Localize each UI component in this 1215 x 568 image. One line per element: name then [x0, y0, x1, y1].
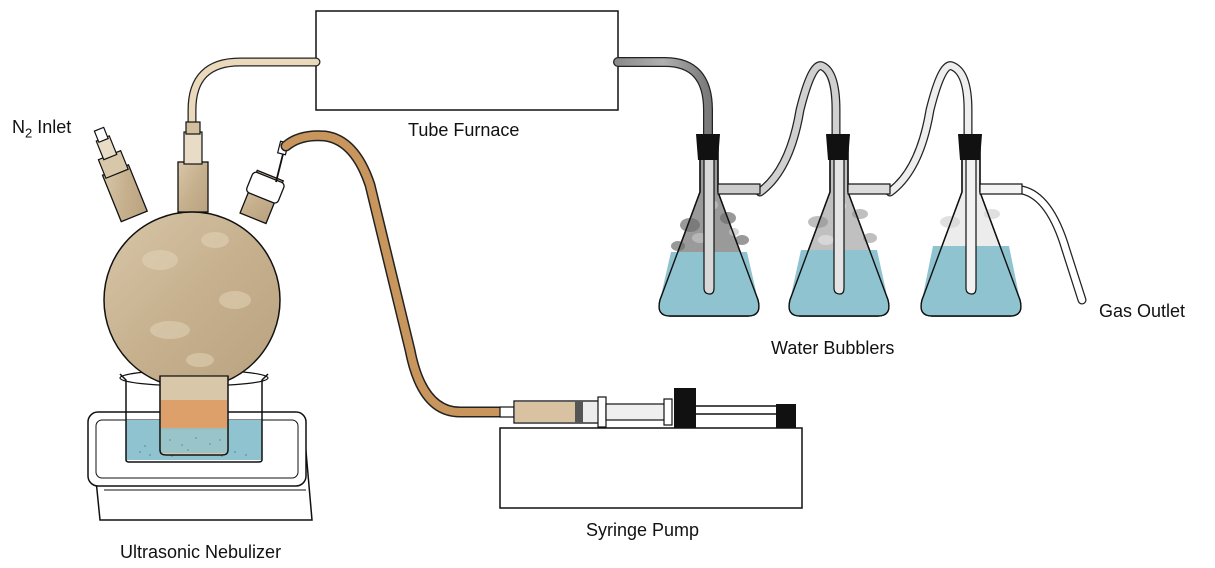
three-neck-flask — [93, 121, 285, 456]
n2-symbol: N — [12, 117, 25, 137]
water-bubbler-3 — [920, 134, 1023, 317]
tube-furnace — [315, 10, 619, 111]
ultrasonic-nebulizer-label: Ultrasonic Nebulizer — [120, 542, 282, 562]
syringe-feed-tube — [280, 130, 506, 418]
furnace-inlet-tube — [187, 57, 321, 135]
tube-furnace-label: Tube Furnace — [408, 120, 520, 140]
n2-inlet-text: Inlet — [37, 117, 72, 137]
syringe — [499, 388, 796, 428]
water-bubbler-1 — [658, 134, 761, 317]
syringe-pump-label: Syringe Pump — [586, 520, 700, 540]
n2-subscript: 2 — [25, 125, 33, 141]
furnace-outlet-tube — [613, 57, 713, 145]
water-bubblers-label: Water Bubblers — [771, 338, 895, 358]
n2-inlet-label: N2 Inlet — [12, 118, 71, 140]
syringe-pump — [499, 427, 803, 509]
bubbler-connector-tubes — [755, 61, 1087, 305]
water-bubbler-2 — [788, 134, 891, 317]
gas-outlet-label: Gas Outlet — [1099, 301, 1186, 321]
